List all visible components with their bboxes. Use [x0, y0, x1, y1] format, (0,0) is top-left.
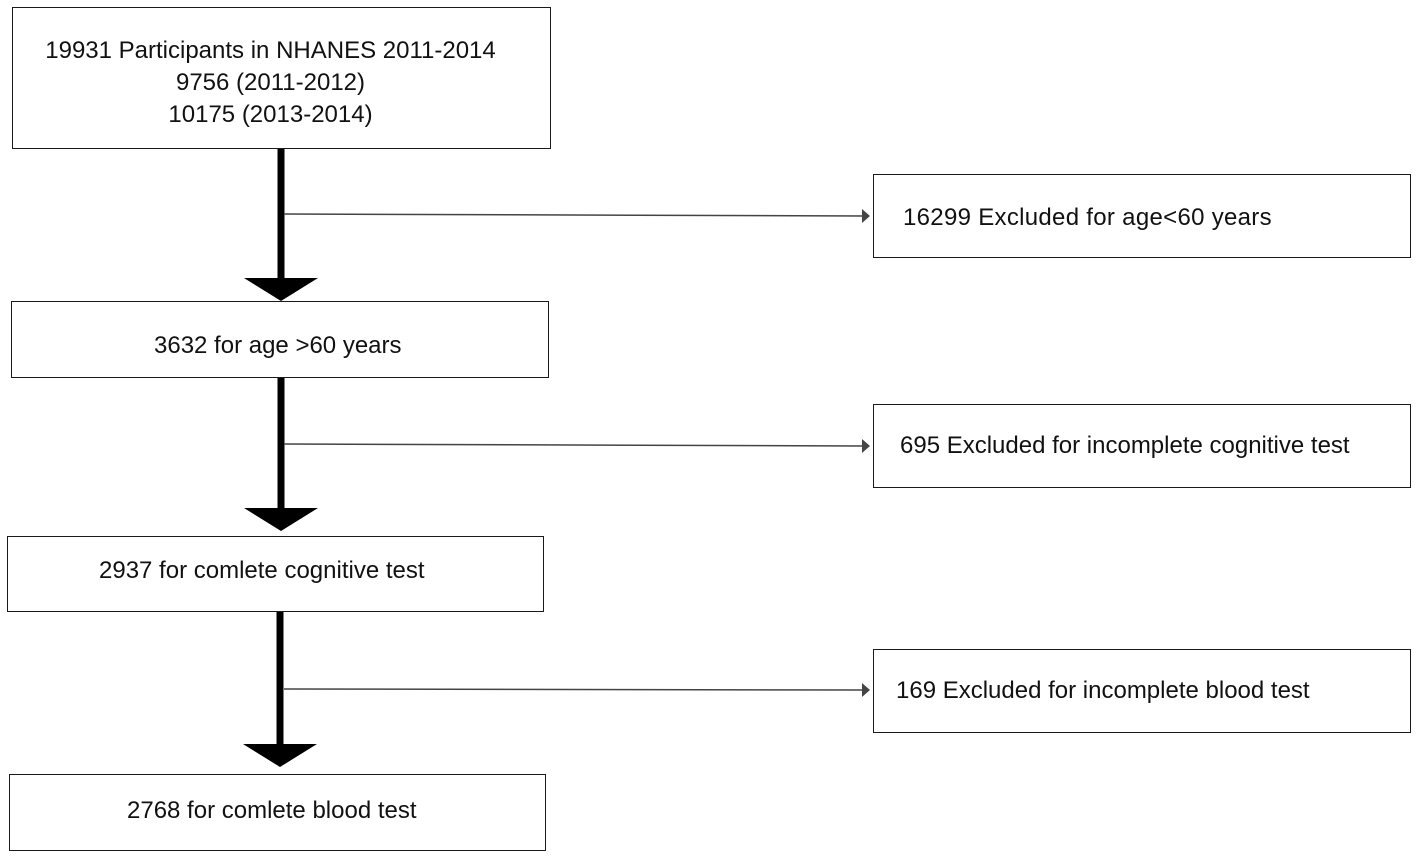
exclusion-arrow-line-2 — [283, 443, 865, 447]
blood-complete-text: 2768 for comlete blood test — [127, 797, 417, 824]
main-arrowhead-3 — [243, 744, 317, 767]
excluded-cognitive-box: 695 Excluded for incomplete cognitive te… — [873, 404, 1411, 488]
exclusion-arrowhead-2 — [862, 439, 870, 453]
participants-cycle-2013-text: 10175 (2013-2014) — [168, 101, 373, 128]
participants-box: 19931 Participants in NHANES 2011-2014 9… — [12, 7, 551, 149]
blood-complete-box: 2768 for comlete blood test — [9, 774, 546, 851]
participants-total-text: 19931 Participants in NHANES 2011-2014 — [45, 37, 496, 64]
excluded-blood-box: 169 Excluded for incomplete blood test — [873, 649, 1411, 733]
excluded-blood-text: 169 Excluded for incomplete blood test — [896, 677, 1310, 704]
main-arrowhead-2 — [244, 508, 318, 531]
exclusion-arrow-line-1 — [283, 213, 865, 217]
cognitive-complete-box: 2937 for comlete cognitive test — [7, 536, 544, 612]
age-eligible-text: 3632 for age >60 years — [154, 332, 402, 359]
excluded-cognitive-text: 695 Excluded for incomplete cognitive te… — [900, 432, 1350, 459]
cognitive-complete-text: 2937 for comlete cognitive test — [99, 557, 425, 584]
exclusion-arrowhead-1 — [862, 209, 870, 223]
exclusion-arrowhead-3 — [862, 683, 870, 697]
excluded-age-text: 16299 Excluded for age<60 years — [903, 204, 1272, 231]
participants-cycle-2011-text: 9756 (2011-2012) — [175, 69, 366, 96]
age-eligible-box: 3632 for age >60 years — [11, 301, 549, 378]
main-arrowhead-1 — [244, 278, 318, 301]
exclusion-arrow-line-3 — [283, 688, 865, 691]
excluded-age-box: 16299 Excluded for age<60 years — [873, 174, 1411, 258]
